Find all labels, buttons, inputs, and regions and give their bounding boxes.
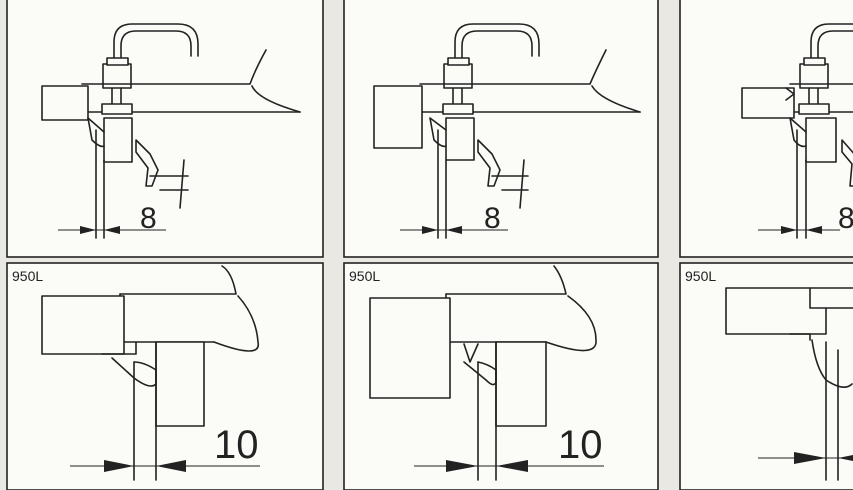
faucet-assembly — [373, 23, 641, 239]
spout-pipe — [454, 23, 540, 65]
sink-rim — [369, 297, 451, 399]
installation-section — [725, 287, 853, 481]
spout-pipe — [810, 23, 853, 65]
top-panel-2: 8 — [343, 0, 659, 258]
faucet-assembly — [741, 23, 853, 239]
faucet-assembly — [41, 23, 301, 239]
dimension-label: 8 — [140, 202, 157, 235]
top-panel-3: 8 — [679, 0, 853, 258]
mounting-block — [445, 117, 475, 161]
bracket — [429, 117, 447, 148]
sink-rim — [741, 87, 795, 119]
mounting-block — [495, 341, 547, 427]
dimension-label: 10 — [214, 423, 259, 467]
clamp-lever — [841, 139, 853, 187]
countertop — [419, 49, 607, 85]
mounting-block — [103, 117, 133, 163]
dimension-8: 8 — [58, 202, 166, 235]
top-panel-1: 8 — [6, 0, 324, 258]
bottom-panel-2: 950L 10 — [343, 262, 659, 490]
dimension-8: 8 — [400, 202, 508, 235]
bottom-panel-1: 950L 10 — [6, 262, 324, 490]
dimension-10: 10 — [70, 423, 260, 472]
bottom-panel-3: 950L — [679, 262, 853, 490]
countertop — [445, 265, 567, 295]
mounting-block — [155, 341, 205, 427]
panel-frame — [679, 262, 853, 490]
countertop — [119, 265, 237, 295]
dimension-8: 8 — [758, 202, 853, 235]
countertop — [81, 49, 267, 85]
spout-pipe — [113, 23, 199, 65]
model-label: 950L — [685, 268, 716, 284]
dimension-label: 8 — [484, 202, 501, 235]
dimension-label: 8 — [838, 202, 853, 235]
mounting-block — [805, 117, 837, 163]
clamp-lever — [135, 139, 159, 187]
countertop — [809, 287, 853, 309]
model-label: 950L — [12, 268, 43, 284]
dimension-10 — [758, 452, 853, 464]
dimension-10: 10 — [414, 423, 604, 472]
dimension-label: 10 — [558, 423, 603, 467]
bracket — [789, 117, 807, 148]
installation-section — [369, 265, 597, 481]
clamp-lever — [477, 139, 501, 187]
bracket — [87, 117, 105, 148]
sink-rim — [41, 295, 125, 355]
sink-rim — [41, 85, 89, 121]
model-label: 950L — [349, 268, 380, 284]
installation-section — [41, 265, 259, 481]
sink-rim — [373, 85, 423, 149]
panel-frame — [6, 0, 324, 258]
